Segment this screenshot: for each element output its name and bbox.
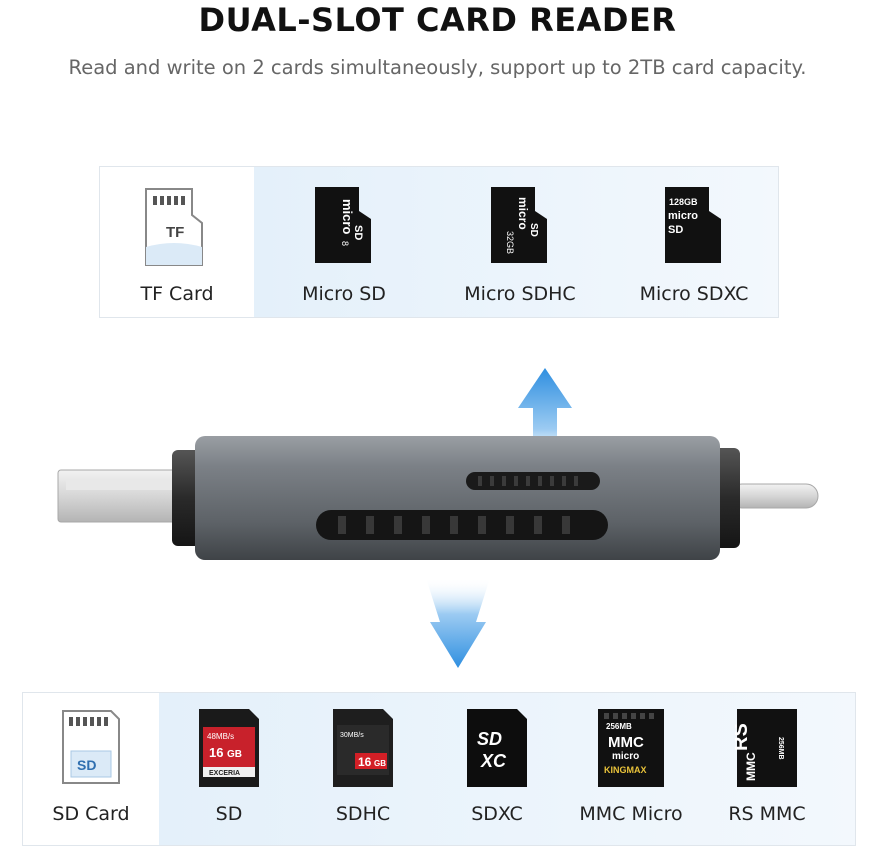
- micro-sdxc-print-cap: 128GB: [669, 197, 698, 207]
- sd-card-outline-text: SD: [77, 757, 96, 773]
- sdhc-label: SDHC: [335, 803, 391, 825]
- sd-card-label: SD Card: [52, 803, 130, 825]
- micro-sd-card-icon: micro SD 8: [315, 187, 371, 263]
- tf-card-category: TF TF Card: [100, 167, 254, 317]
- sdxc-card-icon: SD XC: [467, 709, 527, 787]
- sd-card-slot: [316, 510, 608, 540]
- tf-card-compatibility-strip: TF TF Card micro SD 8 Micro SD micro SD …: [99, 166, 779, 318]
- sd-card-compatibility-strip: SD SD Card 48MB/s 16 GB EXCERIA SD 30MB/…: [22, 692, 856, 846]
- mmc-micro-label: MMC Micro: [579, 803, 683, 825]
- sd-print-brand: EXCERIA: [209, 770, 240, 777]
- sdxc-card: SD XC SDXC: [437, 693, 557, 845]
- micro-sdhc-print-main: micro: [516, 197, 530, 230]
- upload-arrow-icon: [518, 368, 572, 470]
- mmc-micro-print-cap: 256MB: [606, 722, 632, 731]
- sdhc-card-icon: 30MB/s 16 GB: [333, 709, 393, 787]
- micro-sdhc-print-sub: SD: [528, 223, 539, 237]
- micro-sd-print-main: micro: [340, 199, 355, 234]
- sd-print-cap: 16: [209, 745, 223, 760]
- tf-card-outline-text: TF: [166, 224, 184, 241]
- card-reader-device-illustration: [57, 368, 819, 668]
- sd-label: SD: [215, 803, 243, 825]
- micro-sdxc-print-main: micro: [668, 210, 698, 222]
- sdxc-label: SDXC: [471, 803, 523, 825]
- sdhc-card: 30MB/s 16 GB SDHC: [303, 693, 423, 845]
- tf-card-label: TF Card: [140, 283, 214, 305]
- tf-card-outline-icon: TF: [145, 188, 203, 266]
- sdhc-print-cap: 16: [358, 755, 372, 769]
- micro-sdhc-print-cap: 32GB: [505, 231, 515, 254]
- mmc-micro-card: 256MB MMC micro KINGMAX MMC Micro: [571, 693, 691, 845]
- page-title: DUAL-SLOT CARD READER: [198, 1, 677, 39]
- micro-sdxc-print-sub: SD: [668, 224, 683, 236]
- mmc-micro-print-mmc: MMC: [608, 734, 644, 751]
- rs-mmc-print-cap: 256MB: [777, 737, 784, 760]
- sd-card: 48MB/s 16 GB EXCERIA SD: [169, 693, 289, 845]
- micro-sd-print-cap: 8: [340, 241, 350, 246]
- sd-print-speed: 48MB/s: [207, 732, 234, 741]
- mmc-micro-print-micro: micro: [612, 751, 639, 762]
- sdxc-print-logo: SD: [477, 729, 502, 749]
- sd-card-category: SD SD Card: [23, 693, 159, 845]
- rs-mmc-print-mmc: MMC: [744, 752, 758, 781]
- micro-sd-print-sub: SD: [352, 225, 364, 240]
- micro-sdhc-label: Micro SDHC: [464, 283, 576, 305]
- sd-card-icon: 48MB/s 16 GB EXCERIA: [199, 709, 259, 787]
- page-subtitle: Read and write on 2 cards simultaneously…: [68, 56, 807, 79]
- download-arrow-icon: [426, 578, 490, 668]
- sdhc-print-unit: GB: [374, 759, 386, 768]
- sdxc-print-xc: XC: [480, 751, 507, 771]
- micro-sdxc-card-icon: 128GB micro SD: [665, 187, 721, 263]
- usb-end-cap: [172, 450, 202, 546]
- rs-mmc-card-icon: RS MMC 256MB: [735, 709, 797, 787]
- sdhc-print-speed: 30MB/s: [340, 732, 364, 739]
- rs-mmc-print-rs: RS: [735, 723, 752, 751]
- mmc-micro-card-icon: 256MB MMC micro KINGMAX: [598, 709, 664, 787]
- sd-card-outline-icon: SD: [62, 710, 120, 784]
- sd-print-unit: GB: [227, 749, 242, 760]
- mmc-micro-print-brand: KINGMAX: [604, 765, 647, 775]
- tf-card-slot: [466, 472, 600, 490]
- card-reader-body: [195, 436, 720, 560]
- rs-mmc-card: RS MMC 256MB RS MMC: [707, 693, 827, 845]
- micro-sdhc-card: micro SD 32GB Micro SDHC: [440, 167, 600, 317]
- usb-c-plug: [729, 483, 819, 509]
- micro-sdxc-card: 128GB micro SD Micro SDXC: [614, 167, 774, 317]
- micro-sdxc-label: Micro SDXC: [639, 283, 749, 305]
- micro-sd-card: micro SD 8 Micro SD: [264, 167, 424, 317]
- rs-mmc-label: RS MMC: [728, 803, 806, 825]
- micro-sdhc-card-icon: micro SD 32GB: [491, 187, 547, 263]
- micro-sd-label: Micro SD: [302, 283, 386, 305]
- usb-a-plug: [57, 469, 189, 523]
